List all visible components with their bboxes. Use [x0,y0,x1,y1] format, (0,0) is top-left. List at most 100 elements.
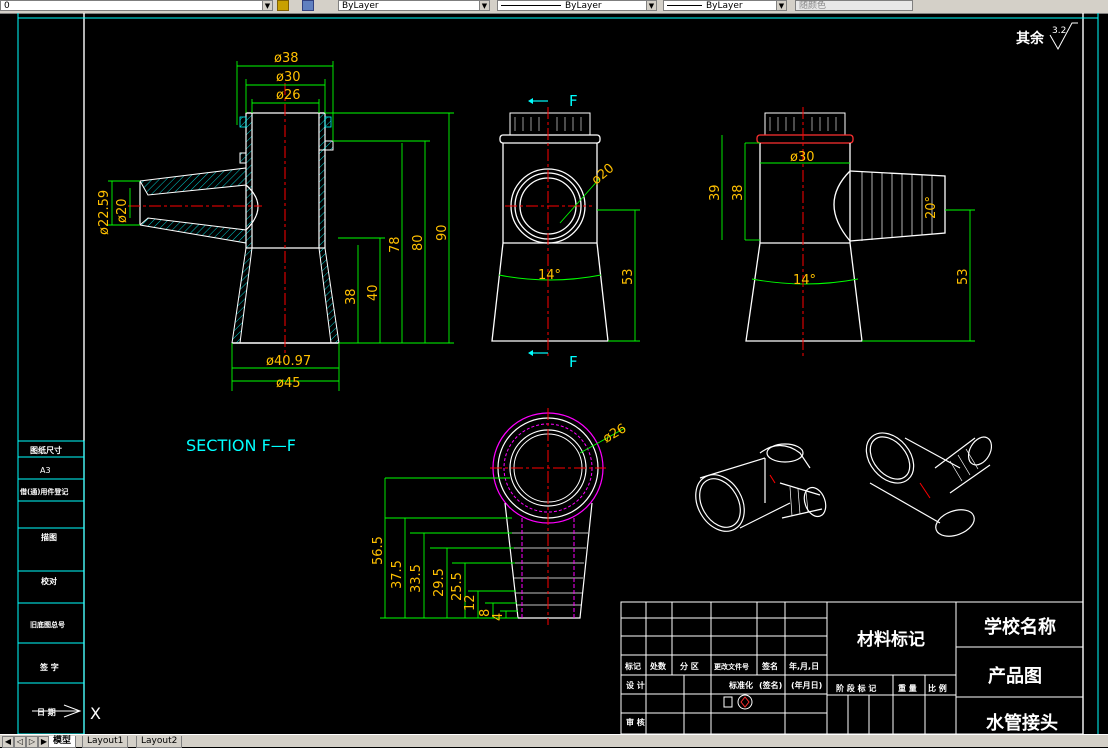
side-table [17,440,85,735]
dim-h335: 33.5 [409,564,424,593]
dim-h39-right: 39 [708,184,723,201]
dim-h295: 29.5 [432,568,447,597]
side-table-label: 借(通)用件登记 [19,487,68,496]
ucs-x-label: X [90,704,101,723]
color-combo[interactable]: ByLayer ▼ [338,0,490,11]
dim-d30: ø30 [276,70,301,85]
section-marker-top: F [569,92,578,110]
tab-layout2[interactable]: Layout2 [136,736,183,748]
title-part-name: 水管接头 [986,712,1058,734]
tab-layout1[interactable]: Layout1 [82,736,129,748]
dim-h80: 80 [411,234,426,251]
chevron-down-icon[interactable]: ▼ [479,1,489,10]
dim-h8: 8 [478,609,493,617]
dim-h4: 4 [491,613,506,621]
title-review: 审 核 [626,717,645,727]
ucs-icon: X [32,704,101,723]
lineweight-preview [667,5,702,6]
dim-d26-bottom: ø26 [601,421,630,446]
front-section-view [128,83,340,358]
bottom-view [380,408,626,625]
dim-d45: ø45 [276,376,301,391]
title-sign: (签名) [759,680,782,690]
first-tab-icon[interactable]: ◀ [2,736,14,748]
dim-d2259: ø22.59 [97,190,112,235]
side-table-label: 校对 [41,576,57,586]
title-row-label: 年,月,日 [789,661,819,671]
layer-combo-value: 0 [4,1,10,11]
dim-d20-side: ø20 [589,161,617,188]
layer-previous-icon[interactable] [277,0,289,11]
tab-model[interactable]: 模型 [48,736,77,748]
color-combo-value: ByLayer [342,1,379,11]
dim-h38: 38 [344,288,359,305]
linetype-combo[interactable]: ByLayer ▼ [497,0,657,11]
plotstyle-combo[interactable]: 随颜色 [795,0,913,11]
chevron-down-icon[interactable]: ▼ [646,1,656,10]
title-design: 设 计 [626,680,645,690]
dim-d26: ø26 [276,88,301,103]
dim-14deg-right: 14° [793,273,816,288]
dim-h90: 90 [435,224,450,241]
front-view-dimensions [108,61,454,391]
title-scale: 比 例 [928,683,947,693]
prev-tab-icon[interactable]: ◁ [14,736,26,748]
side-table-label: 日 期 [37,707,56,717]
side-table-label: 描图 [41,532,57,542]
next-tab-icon[interactable]: ▷ [26,736,38,748]
chevron-down-icon[interactable]: ▼ [776,1,786,10]
dim-d4097: ø40.97 [266,354,311,369]
title-product: 产品图 [988,665,1042,687]
dim-h78: 78 [388,236,403,253]
dim-h38-right: 38 [731,184,746,201]
roughness-value: 3.2 [1052,26,1066,36]
title-weight: 重 量 [898,683,917,693]
linetype-preview [501,5,561,6]
roughness-text: 其余 [1016,30,1045,47]
lineweight-combo[interactable]: ByLayer ▼ [663,0,787,11]
dim-14deg-side: 14° [538,268,561,283]
side-view [491,98,640,358]
title-row-label: 签名 [761,661,778,671]
dim-d38: ø38 [274,51,299,66]
dim-h12: 12 [463,594,478,611]
linetype-combo-value: ByLayer [565,1,602,11]
dim-h565: 56.5 [371,536,386,565]
plotstyle-combo-value: 随颜色 [799,1,827,11]
title-row-label: 标记 [624,661,641,671]
dim-h53-right: 53 [956,268,971,285]
dim-h255: 25.5 [450,572,465,601]
drawing-frame [17,13,1099,734]
side-table-label: 签 字 [39,662,59,672]
isometric-view-2 [865,432,993,537]
roughness-symbol: 其余 3.2 [1016,22,1078,51]
layers-icon[interactable] [302,0,314,11]
dim-h53-side: 53 [621,268,636,285]
isometric-view-1 [695,443,827,532]
title-std: 标准化 [728,680,753,690]
dim-d30-right: ø30 [790,150,815,165]
title-row-label: 处数 [649,661,667,671]
right-view [721,107,975,358]
side-table-label: A3 [40,466,51,475]
title-material: 材料标记 [857,629,925,650]
title-row-label: 分 区 [680,661,699,671]
title-row-label: 更改文件号 [714,662,749,671]
dim-d20-front: ø20 [115,199,130,224]
title-block [620,601,1084,735]
drawing-canvas[interactable]: 其余 3.2 [0,13,1108,735]
dim-h375: 37.5 [390,560,405,589]
chevron-down-icon[interactable]: ▼ [262,1,272,10]
side-table-label: 旧底图总号 [30,620,65,629]
title-school: 学校名称 [984,616,1056,638]
properties-toolbar: 0 ▼ ByLayer ▼ ByLayer ▼ ByLayer ▼ 随颜色 [0,0,1108,14]
dim-h40: 40 [366,284,381,301]
section-marker-bottom: F [569,353,578,371]
side-table-label: 图纸尺寸 [30,445,62,455]
layer-combo[interactable]: 0 ▼ [0,0,273,11]
title-date: (年月日) [791,680,822,690]
lineweight-combo-value: ByLayer [706,1,743,11]
title-stage: 阶 段 标 记 [836,683,876,693]
dim-20deg-right: 20° [924,196,939,219]
layout-tab-bar: ◀ ◁ ▷ ▶ 模型 Layout1 Layout2 [0,734,1108,748]
